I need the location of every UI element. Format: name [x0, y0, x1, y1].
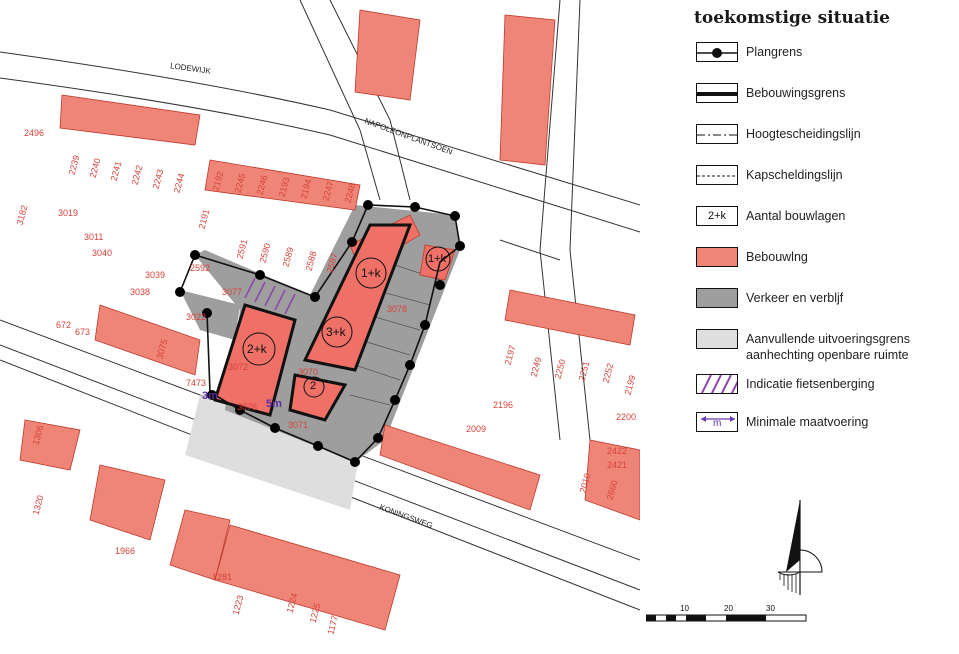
legend-label: Minimale maatvoering [746, 415, 869, 429]
legend-label: Aantal bouwlagen [746, 209, 846, 223]
traffic-fill-icon [696, 288, 738, 308]
legend: toekomstige situatie Plangrens Bebouwing… [690, 8, 955, 453]
plan-boundary-dots [175, 200, 465, 467]
dash-dot-line-icon [696, 124, 738, 144]
legend-item-verkeer: Verkeer en verbljf [690, 288, 955, 329]
map-panel [0, 0, 640, 631]
scale-label-20: 20 [724, 604, 733, 613]
legend-label: Aanvullende uitvoeringsgrens aanhechting… [746, 332, 910, 362]
extra-zone-fill-icon [696, 329, 738, 349]
extra-zone [185, 395, 360, 510]
scale-label-10: 10 [680, 604, 689, 613]
bike-storage-hatch [244, 277, 296, 315]
legend-item-bouwlagen: 2+k Aantal bouwlagen [690, 206, 955, 247]
thick-line-icon [696, 83, 738, 103]
legend-label: Indicatie fietsenberging [746, 377, 875, 391]
legend-label: Hoogtescheidingslijn [746, 127, 861, 141]
legend-item-hoogtescheidingslijn: Hoogtescheidingslijn [690, 124, 955, 165]
scale-bar-graphic [646, 614, 807, 622]
scale-bar: 10 20 30 [640, 600, 810, 624]
legend-item-bebouwing: Bebouwlng [690, 247, 955, 288]
dotted-line-icon [696, 165, 738, 185]
legend-item-plangrens: Plangrens [690, 42, 955, 83]
building-fill-icon [696, 247, 738, 267]
legend-item-uitvoeringsgrens: Aanvullende uitvoeringsgrens aanhechting… [690, 329, 955, 374]
legend-label: Plangrens [746, 45, 803, 59]
dimension-arrow-icon [696, 412, 738, 432]
hatch-icon [696, 374, 738, 394]
legend-label: Bebouwlng [746, 250, 808, 264]
legend-label: Kapscheldingslijn [746, 168, 843, 182]
dimension-sample: m [713, 418, 722, 429]
situation-map [0, 0, 640, 631]
scale-label-30: 30 [766, 604, 775, 613]
floor-count-symbol-icon: 2+k [696, 206, 738, 226]
plangrens-symbol-icon [696, 42, 738, 62]
legend-item-fietsenberging: Indicatie fietsenberging [690, 374, 955, 412]
building-boundary [213, 223, 413, 422]
floor-count-sample: 2+k [707, 210, 727, 222]
legend-item-kapscheidingslijn: Kapscheldingslijn [690, 165, 955, 206]
legend-item-bebouwingsgrens: Bebouwingsgrens [690, 83, 955, 124]
north-arrow-icon [778, 500, 823, 595]
plan-boundary [179, 204, 461, 463]
legend-title: toekomstige situatie [694, 8, 890, 28]
legend-item-maatvoering: m Minimale maatvoering [690, 412, 955, 453]
floor-markers [242, 246, 451, 398]
legend-label: Verkeer en verbljf [746, 291, 844, 305]
legend-label: Bebouwingsgrens [746, 86, 846, 100]
